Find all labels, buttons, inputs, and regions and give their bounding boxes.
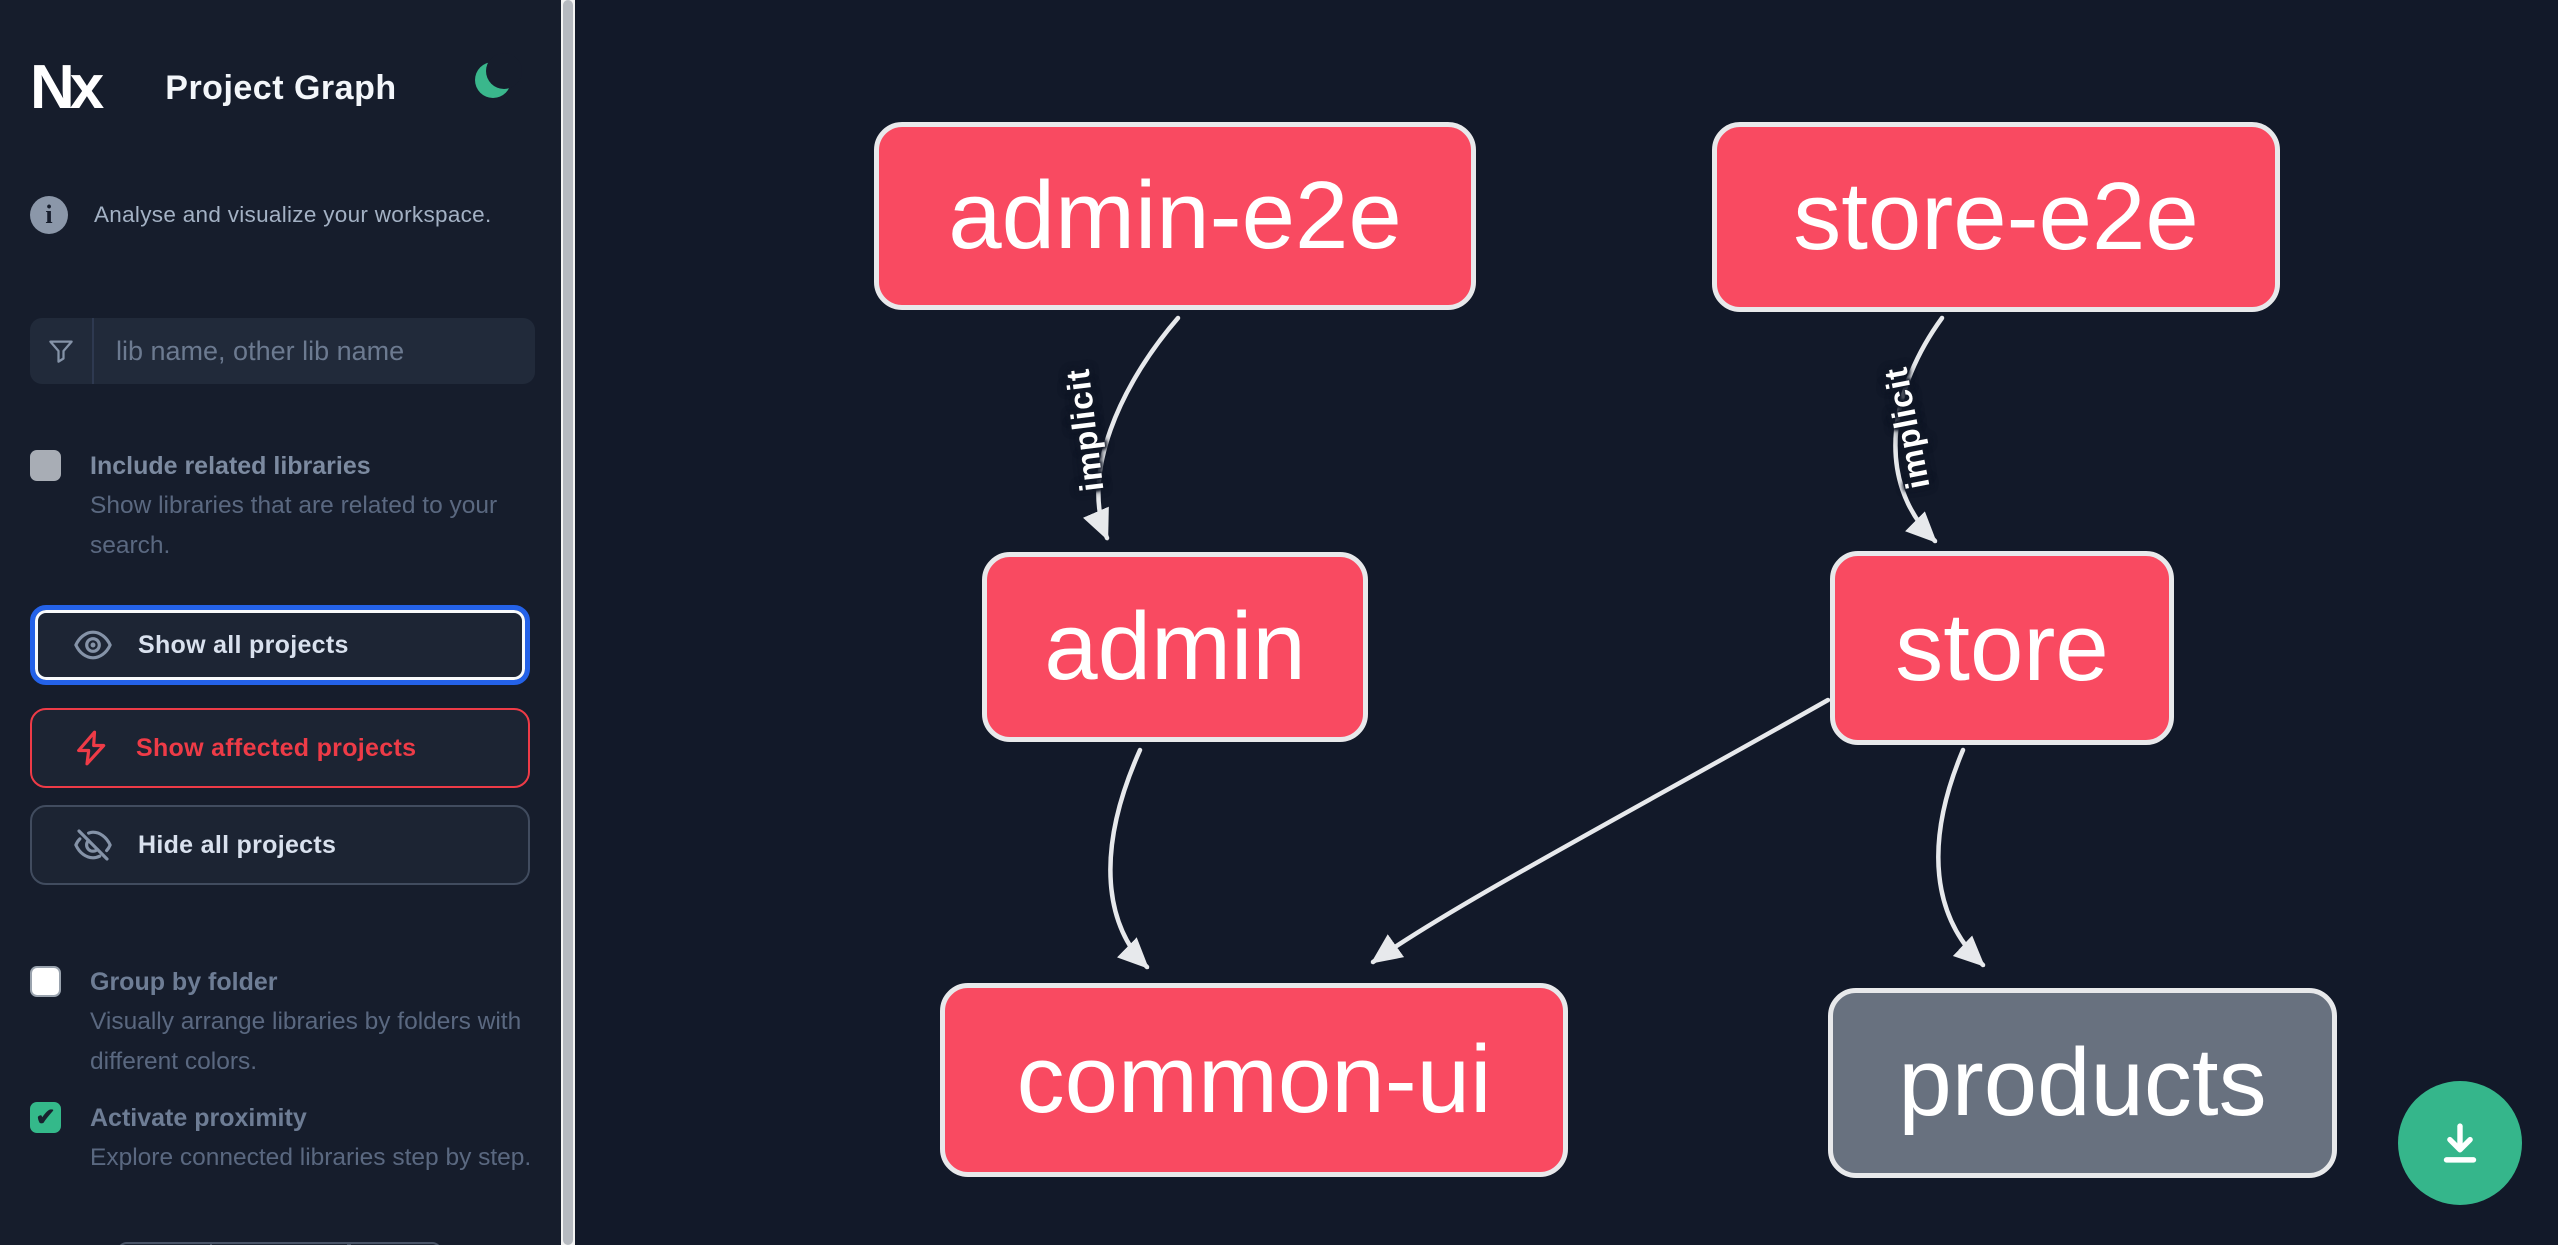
- download-icon: [2443, 1123, 2477, 1163]
- scrollbar-thumb[interactable]: [563, 0, 573, 1245]
- checkbox-description: Visually arrange libraries by folders wi…: [90, 1008, 522, 1075]
- include-related-checkbox[interactable]: [30, 450, 61, 481]
- eye-off-icon: [74, 829, 112, 861]
- nx-logo: Nx: [30, 57, 104, 119]
- checkbox-description: Show libraries that are related to your …: [90, 492, 498, 559]
- download-button[interactable]: [2398, 1081, 2522, 1205]
- graph-node-store[interactable]: store: [1830, 551, 2174, 745]
- graph-node-store-e2e[interactable]: store-e2e: [1712, 122, 2280, 312]
- edge-admin-common-ui[interactable]: [1108, 747, 1150, 970]
- checkbox-row-include-related: Include related libraries Show libraries…: [30, 446, 530, 566]
- edges-layer: [1083, 315, 1986, 970]
- button-label: Hide all projects: [138, 830, 337, 859]
- group-by-folder-checkbox[interactable]: [30, 966, 61, 997]
- sidebar-scrollbar[interactable]: [561, 0, 575, 1245]
- edge-store-common-ui[interactable]: [1370, 697, 1831, 965]
- checkbox-label[interactable]: Group by folder: [90, 968, 278, 996]
- checkbox-label[interactable]: Activate proximity: [90, 1104, 307, 1132]
- info-icon: i: [30, 196, 68, 234]
- tagline-text: Analyse and visualize your workspace.: [94, 202, 492, 227]
- edge-store-e2e-store[interactable]: [1893, 315, 1945, 544]
- page-title: Project Graph: [165, 68, 397, 107]
- search-input[interactable]: [94, 318, 535, 384]
- graph-node-admin-e2e[interactable]: admin-e2e: [874, 122, 1476, 310]
- show-all-projects-button[interactable]: Show all projects: [30, 605, 530, 685]
- checkbox-description: Explore connected libraries step by step…: [90, 1144, 532, 1171]
- graph-node-admin[interactable]: admin: [982, 552, 1368, 742]
- graph-canvas[interactable]: implicit implicit admin-e2e store-e2e ad…: [575, 0, 2558, 1245]
- moon-icon[interactable]: [475, 53, 522, 98]
- app-header: Nx Project Graph: [30, 48, 530, 128]
- funnel-icon: [30, 318, 94, 384]
- button-label: Show all projects: [138, 630, 349, 659]
- tagline-row: i Analyse and visualize your workspace.: [30, 196, 492, 234]
- nx-logo-text: Nx: [30, 53, 104, 122]
- edge-store-products[interactable]: [1936, 747, 1986, 968]
- checkbox-row-activate-proximity: ✔ Activate proximity Explore connected l…: [30, 1098, 531, 1178]
- activate-proximity-checkbox[interactable]: ✔: [30, 1102, 61, 1133]
- sidebar: Nx Project Graph i Analyse and visualize…: [0, 0, 561, 1245]
- graph-node-products[interactable]: products: [1828, 988, 2337, 1178]
- eye-icon: [74, 630, 112, 660]
- checkbox-label[interactable]: Include related libraries: [90, 452, 371, 480]
- edge-admin-e2e-admin[interactable]: [1083, 315, 1181, 541]
- bolt-icon: [77, 730, 106, 766]
- graph-node-common-ui[interactable]: common-ui: [940, 983, 1568, 1177]
- show-affected-projects-button[interactable]: Show affected projects: [30, 708, 530, 788]
- checkbox-row-group-by-folder: Group by folder Visually arrange librari…: [30, 962, 530, 1082]
- button-label: Show affected projects: [136, 733, 417, 762]
- hide-all-projects-button[interactable]: Hide all projects: [30, 805, 530, 885]
- search-box: [30, 318, 535, 384]
